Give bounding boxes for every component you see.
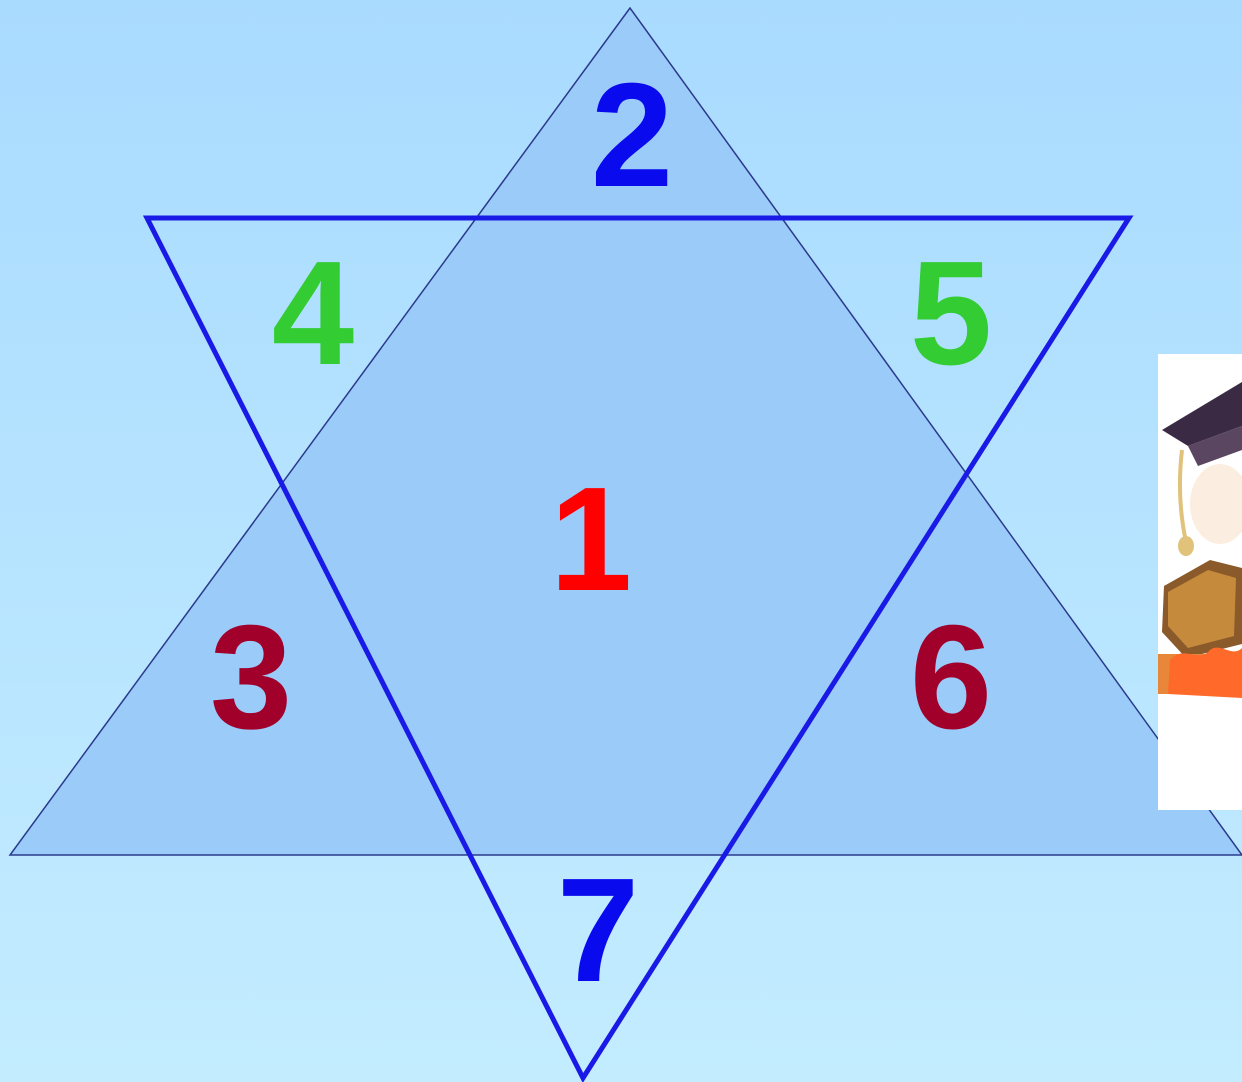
region-center-number: 1 <box>550 457 632 622</box>
region-upper-left-number: 4 <box>272 231 354 396</box>
region-top-number: 2 <box>591 53 673 218</box>
upward-triangle <box>8 6 1242 856</box>
region-lower-right-number: 6 <box>910 595 992 760</box>
region-bottom-number: 7 <box>557 848 639 1013</box>
graduation-cap-and-books-icon <box>1158 354 1242 810</box>
region-lower-left-number: 3 <box>210 595 292 760</box>
downward-triangle <box>142 215 1134 1082</box>
region-upper-right-number: 5 <box>910 231 992 396</box>
